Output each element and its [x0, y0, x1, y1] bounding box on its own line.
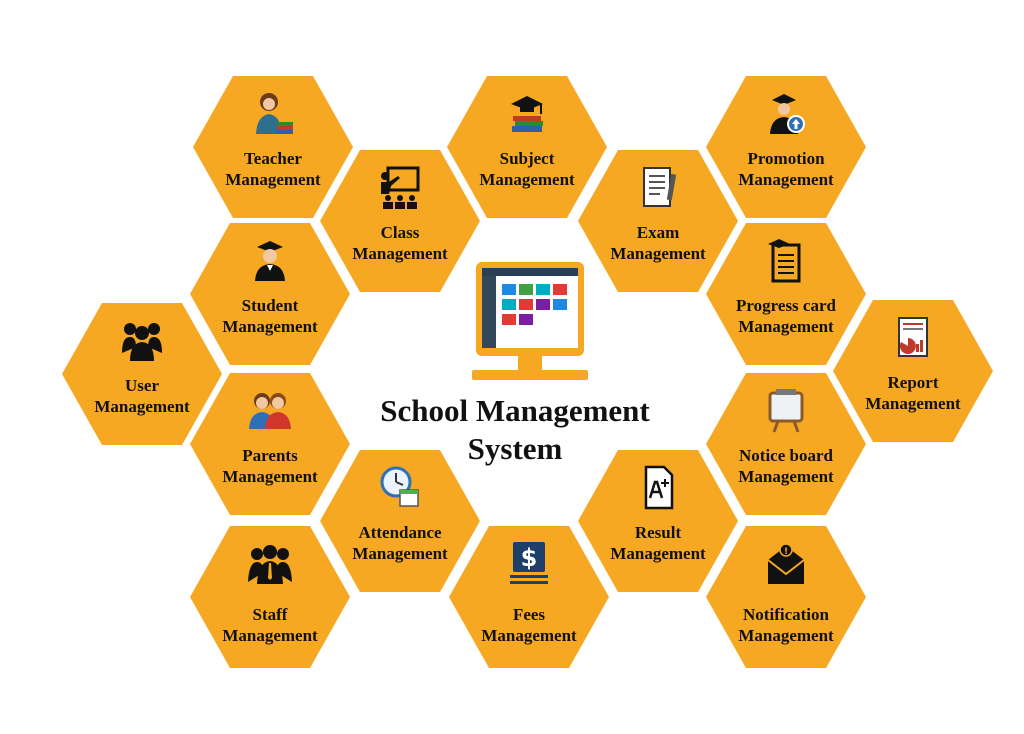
staff-icon [248, 545, 292, 584]
subject-icon [511, 96, 543, 132]
promotion-icon [770, 94, 805, 134]
attendance-icon [380, 466, 419, 507]
notice-board-icon [768, 389, 804, 433]
diagram-title-line-2: System [467, 431, 563, 466]
teacher-icon [256, 93, 293, 134]
svg-text:!: ! [784, 547, 788, 557]
user-group-icon [122, 323, 162, 361]
progress-card-icon [768, 239, 801, 283]
class-icon [381, 166, 420, 209]
report-icon [898, 317, 928, 357]
parents-icon [249, 393, 291, 429]
diagram-title-line-1: School Management [380, 393, 650, 428]
notification-icon: ! [767, 543, 805, 584]
fees-icon: $ [510, 542, 548, 584]
monitor-icon [472, 262, 588, 380]
student-icon [255, 241, 285, 281]
exam-icon [643, 167, 677, 207]
svg-text:$: $ [521, 544, 538, 572]
result-icon [644, 465, 674, 510]
